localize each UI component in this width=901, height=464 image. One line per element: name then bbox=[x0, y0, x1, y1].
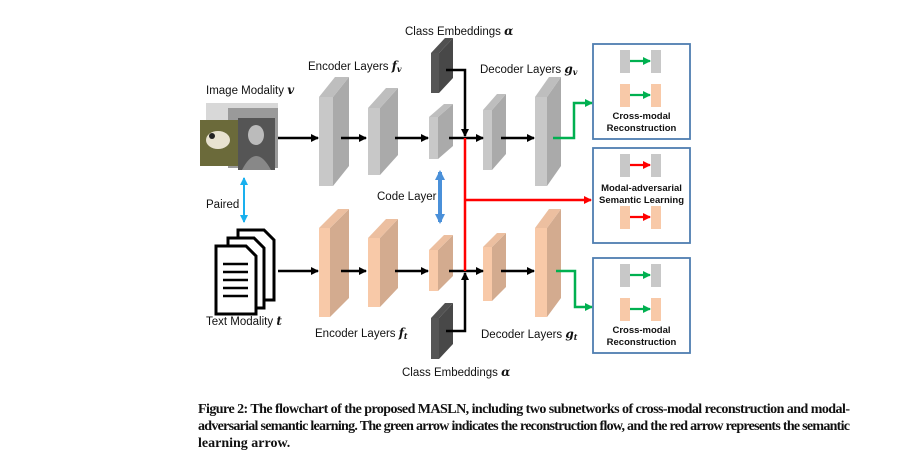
code-layer-text bbox=[429, 235, 453, 291]
layer-bar bbox=[620, 264, 630, 287]
layer-bar bbox=[620, 298, 630, 321]
box-title-line-2: Reconstruction bbox=[607, 123, 677, 134]
image-modality-label: Image Modality v bbox=[206, 83, 295, 97]
decoder-layer-text-1 bbox=[483, 233, 506, 301]
box-title-line-2: Semantic Learning bbox=[599, 195, 684, 206]
text-modality-label: Text Modality t bbox=[206, 314, 282, 328]
encoder-top-label: Encoder Layers fv bbox=[308, 59, 402, 74]
code-layer-image bbox=[429, 104, 453, 159]
caption-line-2: adversarial semantic learning. The green… bbox=[198, 419, 850, 434]
box-title-line-2: Reconstruction bbox=[607, 337, 677, 348]
box-title-line-1: Cross-modal bbox=[612, 325, 670, 336]
layer-bar bbox=[651, 154, 661, 177]
caption-line-3: learning arrow. bbox=[198, 436, 290, 451]
text-document-icon bbox=[214, 228, 276, 316]
layer-bar bbox=[651, 264, 661, 287]
layer-slabs bbox=[319, 38, 561, 359]
layer-bar bbox=[620, 50, 630, 73]
layer-bar bbox=[620, 206, 630, 229]
box-title-line-1: Modal-adversarial bbox=[601, 183, 682, 194]
decoder-layer-image-2 bbox=[535, 77, 561, 186]
encoder-layer-text-2 bbox=[368, 219, 398, 307]
class-embeddings-bottom-label: Class Embeddings α bbox=[402, 365, 510, 379]
class-embedding-top bbox=[431, 38, 453, 93]
layer-bar bbox=[651, 206, 661, 229]
decoder-layer-text-2 bbox=[535, 209, 561, 317]
decoder-bottom-label: Decoder Layers gt bbox=[481, 327, 578, 342]
semantic-learning-arrow bbox=[463, 138, 592, 271]
reconstruction-arrows bbox=[553, 99, 593, 311]
layer-bar bbox=[651, 298, 661, 321]
code-layer-label: Code Layer bbox=[377, 191, 437, 203]
layer-bar bbox=[651, 84, 661, 107]
encoder-layer-image-1 bbox=[319, 77, 349, 186]
encoder-bottom-label: Encoder Layers ft bbox=[315, 326, 408, 341]
layer-bar bbox=[620, 84, 630, 107]
image-modality-thumbnails bbox=[200, 103, 278, 170]
layer-bar bbox=[651, 50, 661, 73]
objective-boxes: Cross-modalReconstructionModal-adversari… bbox=[592, 43, 691, 354]
encoder-layer-image-2 bbox=[368, 88, 398, 175]
decoder-top-label: Decoder Layers gv bbox=[480, 62, 578, 77]
box-title-line-1: Cross-modal bbox=[612, 111, 670, 122]
forward-flow-arrows bbox=[278, 68, 535, 333]
class-embeddings-top-label: Class Embeddings α bbox=[405, 24, 513, 38]
decoder-layer-image-1 bbox=[483, 94, 506, 170]
layer-bar bbox=[620, 154, 630, 177]
paired-label: Paired bbox=[206, 199, 239, 211]
caption-line-1: Figure 2: The flowchart of the proposed … bbox=[198, 402, 850, 417]
encoder-layer-text-1 bbox=[319, 209, 349, 317]
